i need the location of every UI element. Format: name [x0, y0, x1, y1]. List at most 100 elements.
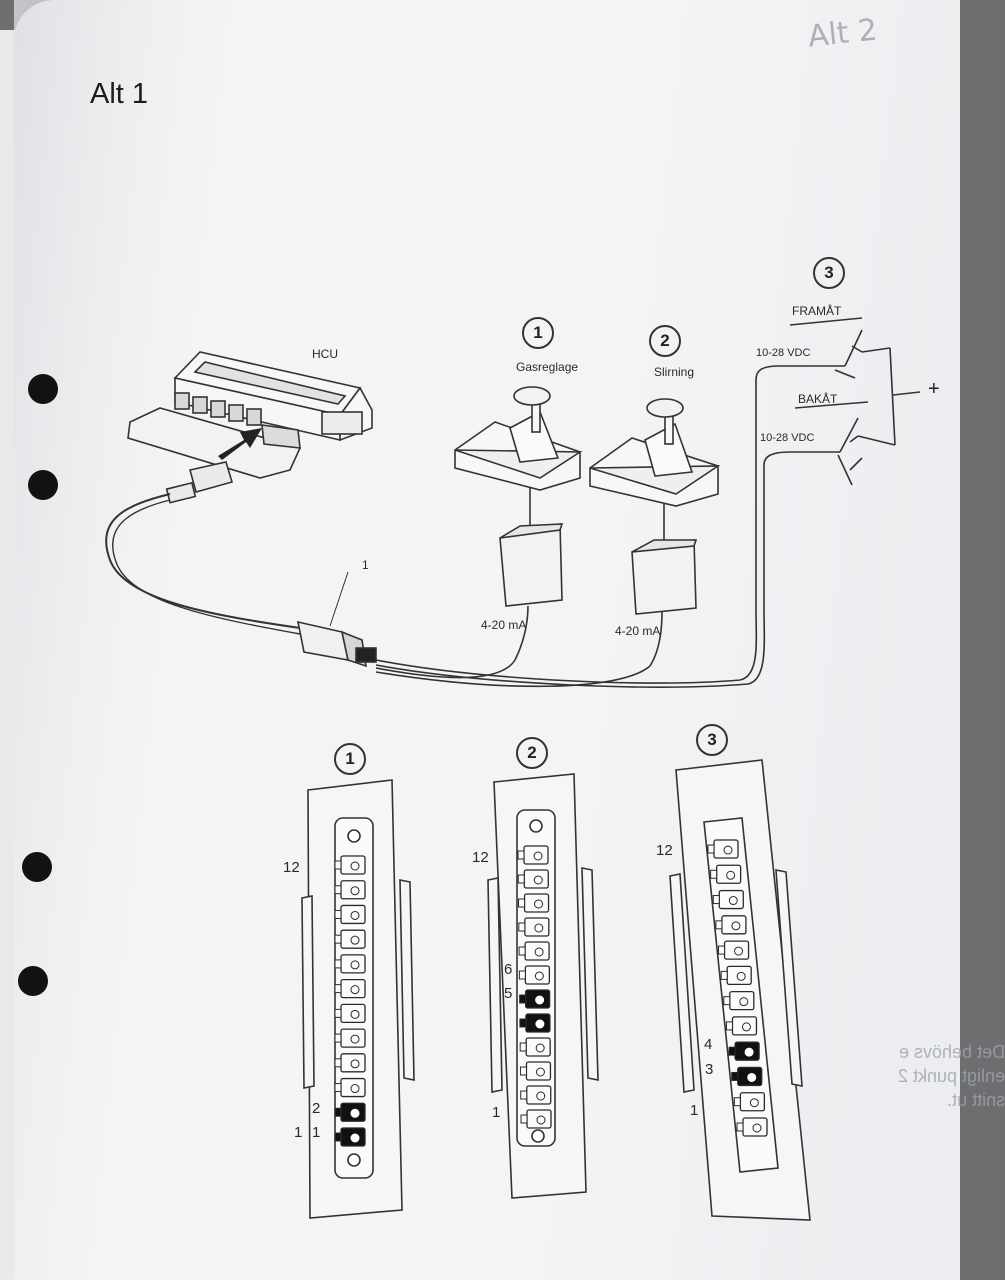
cable-callout: 1 [362, 558, 369, 572]
pin-contact [741, 1022, 751, 1032]
forward-label: FRAMÅT [792, 304, 842, 318]
reverse-label: BAKÅT [798, 392, 838, 406]
pin-contact [350, 1108, 360, 1118]
pin-latch [518, 970, 526, 980]
pin-contact [350, 910, 360, 920]
pin-contact [728, 896, 738, 906]
connector-pin [718, 889, 744, 910]
connector-pin [524, 917, 550, 937]
voltage-forward: 10-28 VDC [756, 347, 811, 359]
pin-contact [734, 946, 744, 956]
switch-number: 3 [813, 257, 845, 289]
connector-pin [340, 929, 366, 949]
lever2-name: Slirning [654, 365, 695, 379]
pin-contact [749, 1098, 759, 1108]
pin-latch [334, 909, 342, 919]
pin-contact [533, 875, 543, 885]
lever2-number: 2 [649, 325, 681, 357]
pin-latch [334, 959, 342, 969]
connector-2-marked-pin-a: 6 [504, 961, 513, 978]
connector-pin [526, 1085, 552, 1105]
connector-3-marked-pin-b: 3 [705, 1061, 714, 1078]
connector-pin [729, 990, 755, 1011]
pin-contact [350, 985, 360, 995]
pin-contact [534, 923, 544, 933]
pin-latch [334, 1058, 342, 1068]
connector-2-number: 2 [516, 737, 548, 769]
connector-3-top-pin: 12 [656, 842, 673, 859]
pin-contact [535, 995, 545, 1005]
pin-latch [517, 850, 525, 860]
connector-pin [340, 978, 366, 999]
pin-latch [728, 1046, 736, 1056]
pin-contact [533, 851, 543, 861]
pin-contact [534, 947, 544, 957]
connector-pin [524, 941, 550, 961]
pin-latch [707, 844, 715, 854]
pin-contact [534, 899, 544, 909]
pin-latch [715, 920, 723, 930]
connector-1-pins [334, 855, 366, 1147]
pin-contact [350, 1084, 360, 1094]
pin-latch [519, 994, 527, 1004]
connector-3-marked-pin-a: 4 [704, 1036, 713, 1053]
pin-latch [710, 869, 718, 879]
arrow-icon [218, 428, 262, 460]
connector-3-drawing [669, 759, 811, 1221]
pin-latch [736, 1122, 744, 1132]
pin-contact [536, 1115, 546, 1125]
connector-1-top-pin: 12 [283, 859, 300, 876]
pin-latch [334, 1107, 342, 1117]
pin-latch [725, 1021, 733, 1031]
lever2-signal: 4-20 mA [615, 624, 661, 638]
pin-latch [519, 1066, 527, 1076]
pin-latch [731, 1071, 739, 1081]
connector-2-bottom-pin: 1 [492, 1104, 501, 1121]
hcu-plug [165, 461, 234, 504]
pin-latch [518, 922, 526, 932]
connector-1-marked-pin-a: 2 [312, 1100, 321, 1117]
hcu-unit [127, 351, 373, 479]
cable-connector [296, 620, 377, 668]
connector-pin [524, 965, 551, 985]
pin-contact [731, 921, 741, 931]
lever-gasreglage [454, 386, 583, 607]
main-cable [105, 493, 301, 629]
pin-latch [718, 945, 726, 955]
pin-latch [518, 946, 526, 956]
connector-pin [723, 940, 750, 960]
pin-latch [519, 1042, 527, 1052]
pin-contact [723, 845, 733, 855]
connector-pin [721, 915, 747, 935]
connector-1-marked-pin-b: 1 [312, 1124, 321, 1141]
pin-latch [334, 934, 342, 944]
connector-pin [340, 1028, 366, 1048]
pin-contact [747, 1072, 757, 1082]
pin-contact [536, 1091, 546, 1101]
connector-pin [523, 893, 550, 913]
pin-latch [520, 1090, 528, 1100]
pin-contact [752, 1123, 762, 1133]
connector-pin [715, 864, 742, 884]
connector-pin [726, 965, 752, 986]
pin-latch [712, 895, 720, 905]
connector-pin [742, 1117, 768, 1137]
connector-pin [525, 1061, 552, 1081]
direction-switches [789, 317, 921, 486]
punch-hole [28, 374, 58, 404]
connector-1-number: 1 [334, 743, 366, 775]
pin-contact [350, 1034, 360, 1044]
page-title: Alt 1 [90, 78, 149, 110]
pin-latch [520, 1114, 528, 1124]
punch-hole [18, 966, 48, 996]
output-cable [375, 365, 845, 684]
pin-contact [739, 997, 749, 1007]
pin-contact [535, 1067, 545, 1077]
pin-latch [334, 1132, 342, 1142]
pin-contact [535, 1019, 545, 1029]
connector-pin [526, 1109, 552, 1129]
connector-1-drawing [301, 779, 415, 1219]
connector-2-pins [517, 845, 552, 1129]
lever1-number: 1 [522, 317, 554, 349]
connector-pin [525, 1037, 551, 1057]
